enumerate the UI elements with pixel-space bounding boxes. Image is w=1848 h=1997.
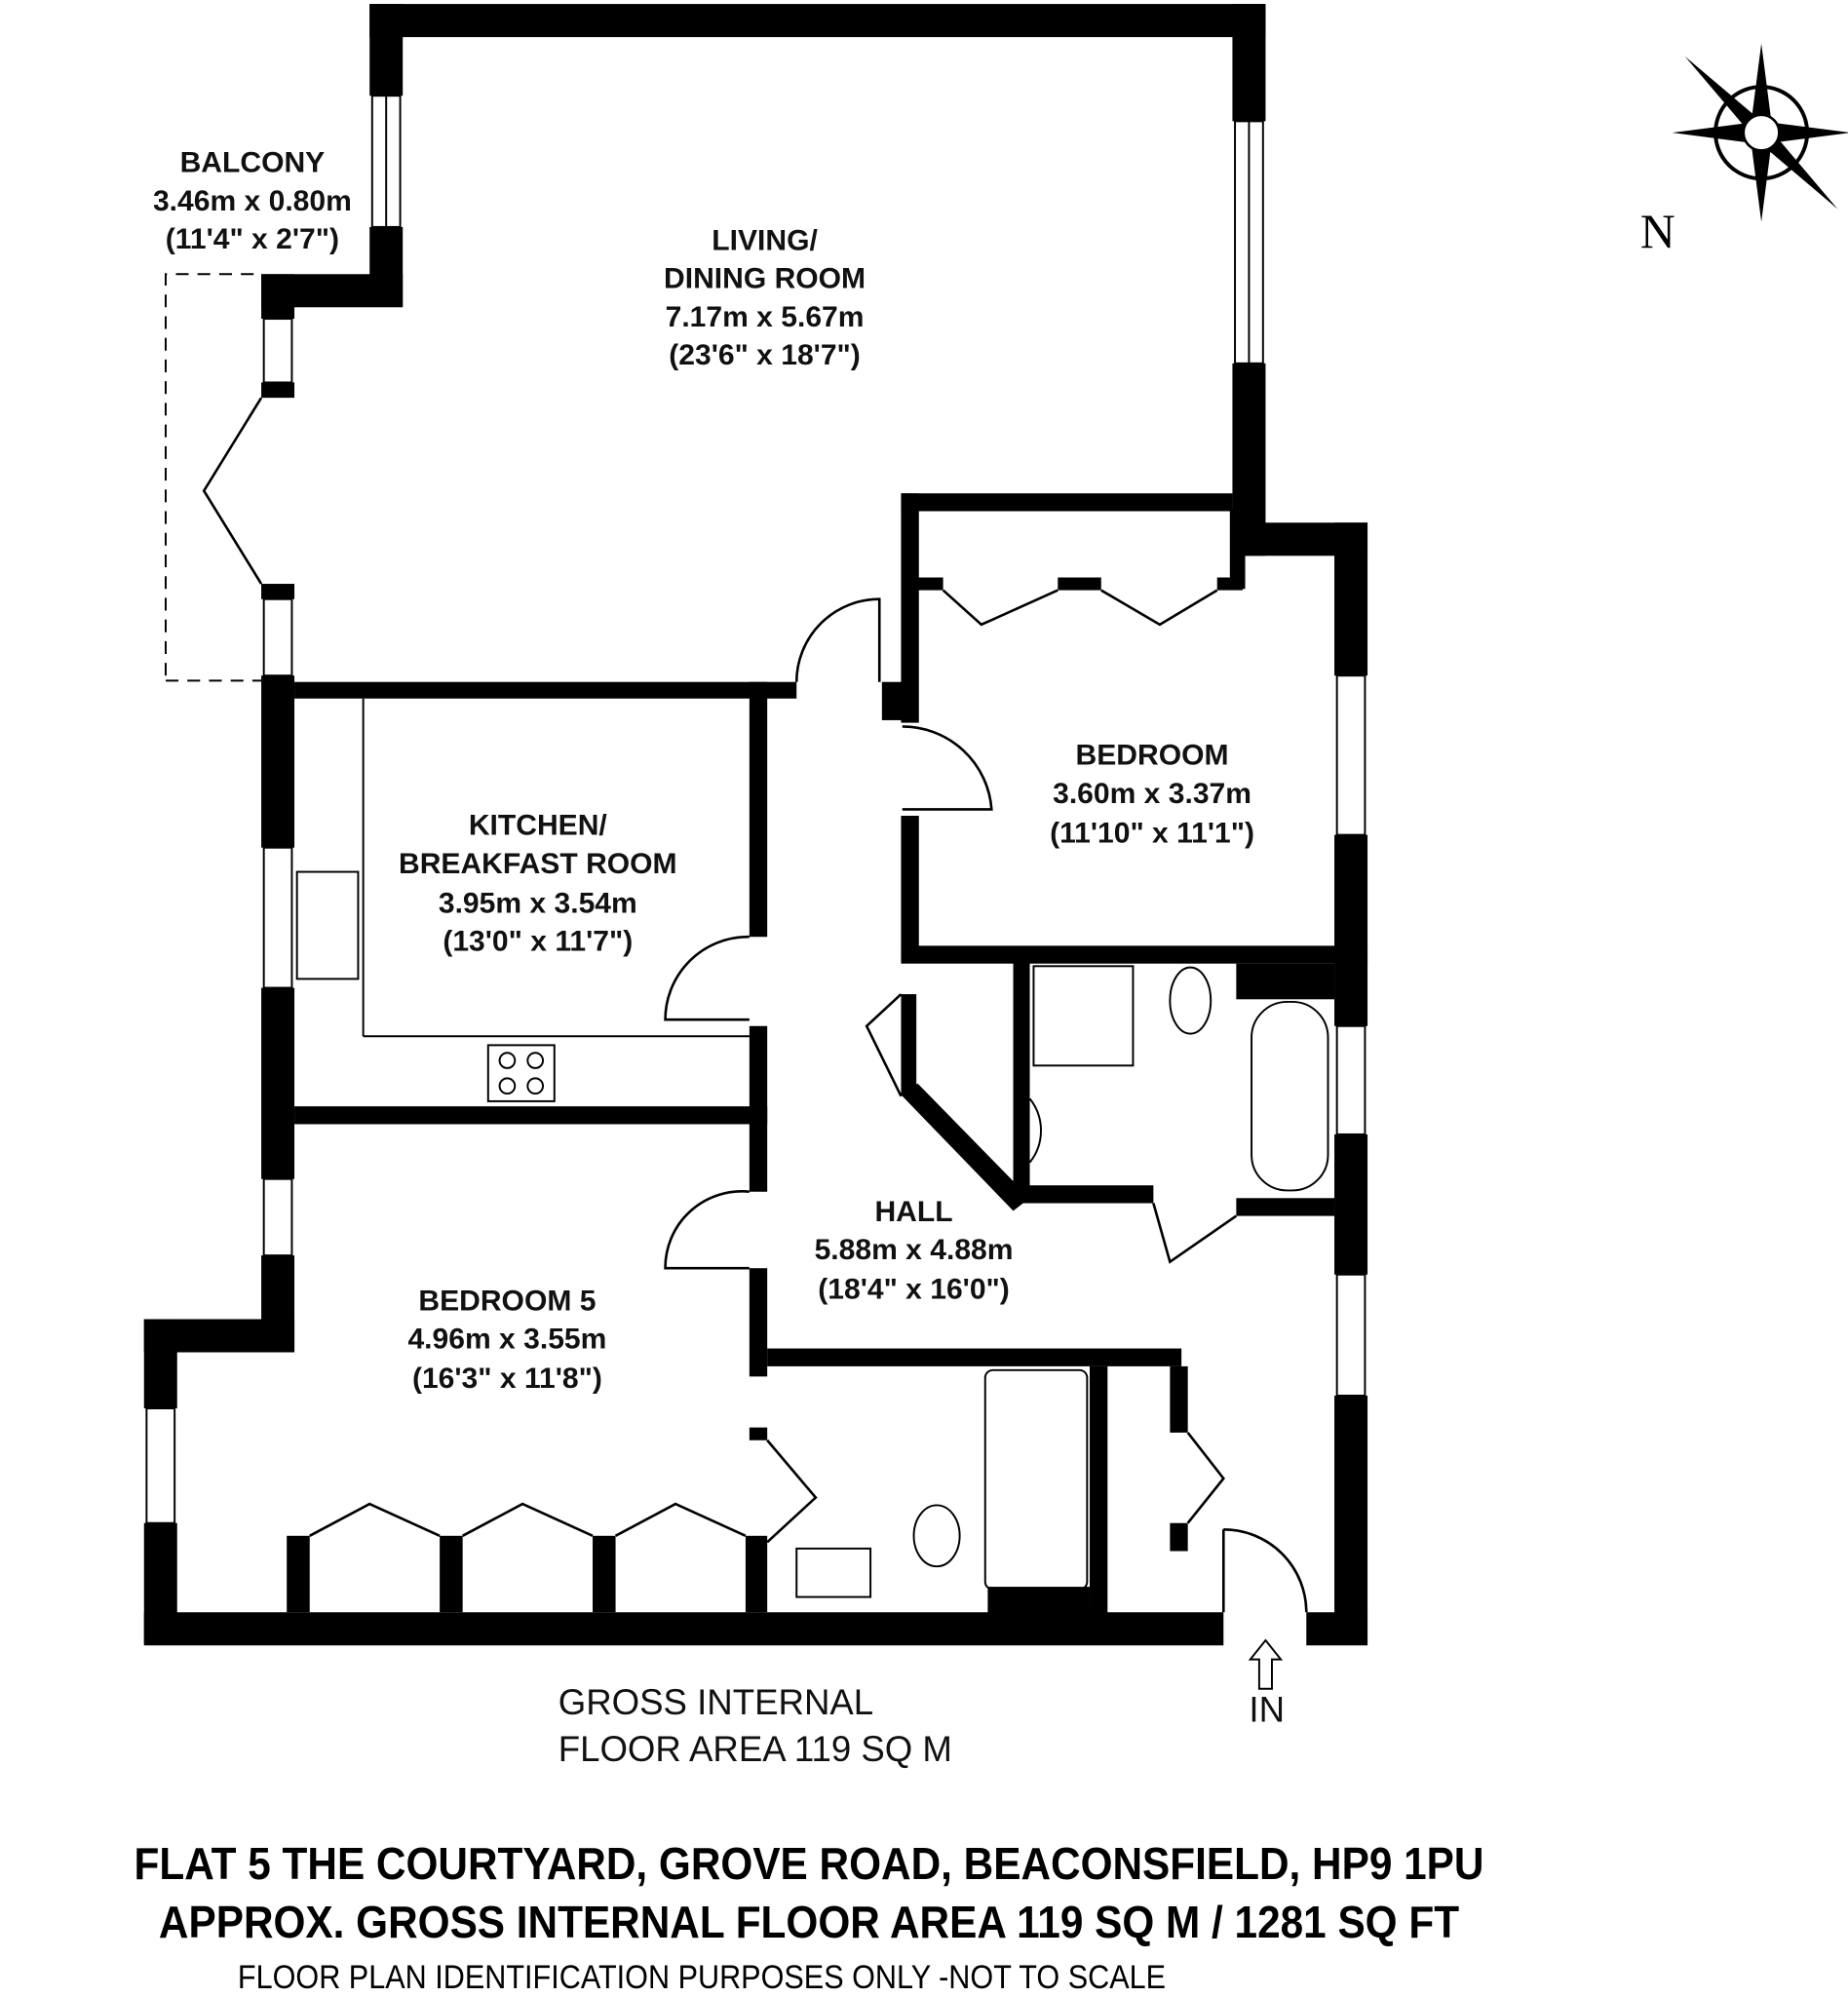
hob-icon bbox=[486, 1044, 556, 1102]
gross-area-line1: GROSS INTERNAL bbox=[558, 1682, 873, 1722]
toilet-icon bbox=[1169, 966, 1213, 1035]
shower-icon bbox=[1032, 965, 1135, 1067]
bedroom5-name: BEDROOM 5 bbox=[418, 1285, 596, 1317]
hall-imperial: (18'4" x 16'0") bbox=[818, 1274, 1010, 1306]
walls bbox=[143, 4, 1368, 1646]
entrance-label: IN bbox=[1249, 1690, 1285, 1730]
hall-metric: 5.88m x 4.88m bbox=[815, 1234, 1014, 1266]
living-imperial: (23'6" x 18'7") bbox=[669, 339, 861, 371]
kitchen-name1: KITCHEN/ bbox=[469, 810, 608, 842]
kitchen-name2: BREAKFAST ROOM bbox=[399, 848, 677, 880]
bath-icon bbox=[1251, 1000, 1329, 1192]
bath-icon-lower bbox=[983, 1368, 1089, 1591]
basin-icon bbox=[1028, 1097, 1042, 1164]
doors bbox=[165, 273, 1308, 1613]
bedroom5-imperial: (16'3" x 11'8") bbox=[412, 1363, 602, 1395]
bedroom-metric: 3.60m x 3.37m bbox=[1053, 778, 1251, 810]
entrance-arrow-icon bbox=[1248, 1638, 1284, 1690]
bedroom5-metric: 4.96m x 3.55m bbox=[407, 1324, 606, 1356]
bedroom-name: BEDROOM bbox=[1076, 740, 1229, 772]
living-metric: 7.17m x 5.67m bbox=[666, 301, 865, 333]
balcony-name: BALCONY bbox=[180, 147, 326, 179]
toilet-icon-lower bbox=[912, 1504, 961, 1568]
basin-icon-lower bbox=[795, 1547, 872, 1598]
windows bbox=[145, 95, 1367, 1524]
balcony-imperial: (11'4" x 2'7") bbox=[166, 223, 339, 255]
balcony-metric: 3.46m x 0.80m bbox=[153, 185, 352, 217]
kitchen-metric: 3.95m x 3.54m bbox=[439, 887, 637, 919]
fixtures bbox=[295, 698, 1329, 1598]
footer-disclaimer: FLOOR PLAN IDENTIFICATION PURPOSES ONLY … bbox=[237, 1959, 1167, 1996]
gross-area-line2: FLOOR AREA 119 SQ M bbox=[558, 1729, 952, 1769]
footer-address: FLAT 5 THE COURTYARD, GROVE ROAD, BEACON… bbox=[134, 1838, 1484, 1889]
bedroom-imperial: (11'10" x 11'1") bbox=[1050, 817, 1254, 849]
sink-icon bbox=[295, 870, 360, 980]
living-name1: LIVING/ bbox=[712, 224, 818, 256]
kitchen-imperial: (13'0" x 11'7") bbox=[443, 926, 633, 958]
living-name2: DINING ROOM bbox=[664, 263, 866, 295]
compass-north-label: N bbox=[1640, 205, 1675, 258]
room-labels: BALCONY 3.46m x 0.80m (11'4" x 2'7") LIV… bbox=[153, 147, 1285, 1770]
hall-name: HALL bbox=[874, 1196, 952, 1228]
footer-area: APPROX. GROSS INTERNAL FLOOR AREA 119 SQ… bbox=[158, 1897, 1460, 1947]
compass: N bbox=[1640, 43, 1848, 258]
